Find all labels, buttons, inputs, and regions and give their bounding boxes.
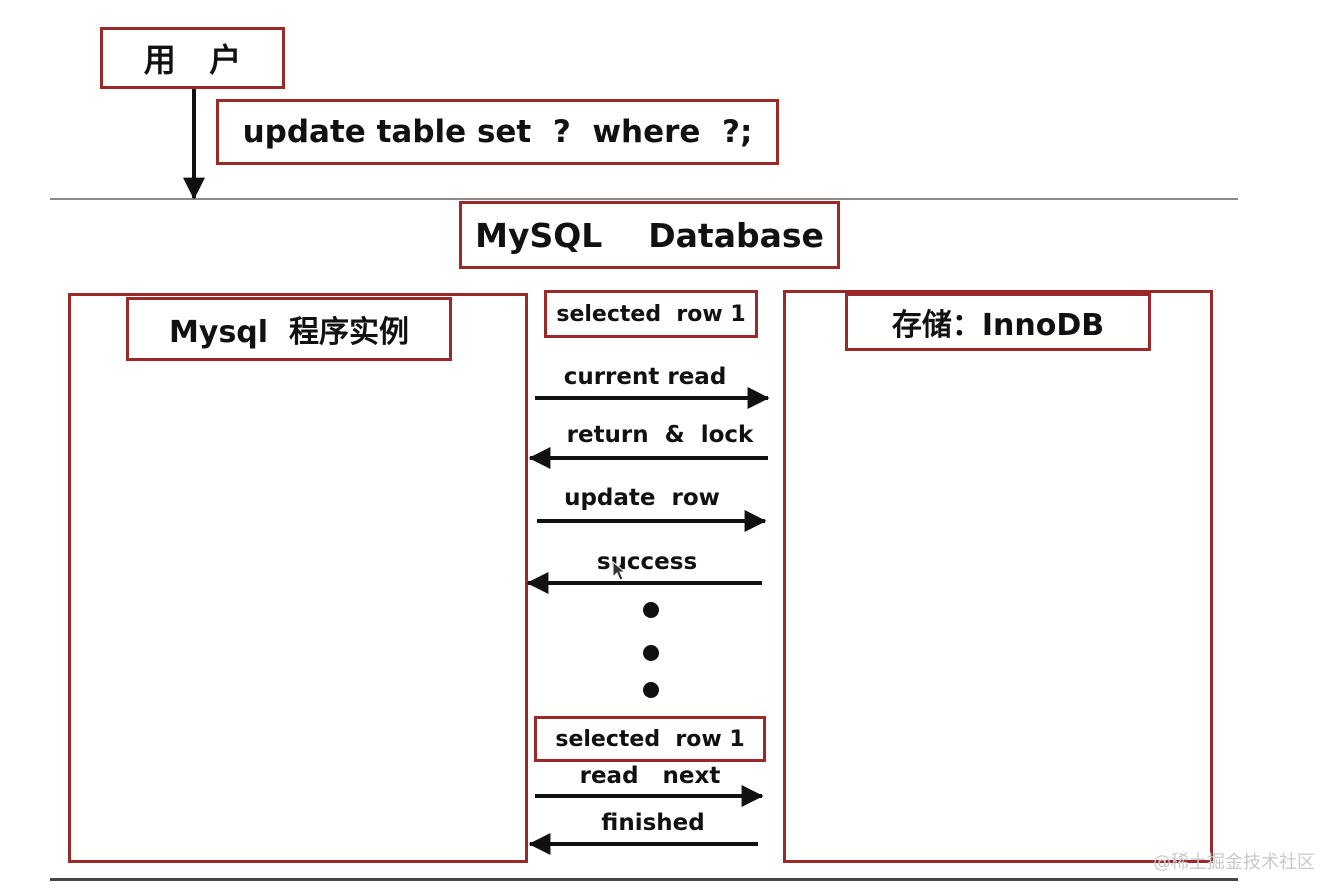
innodb-storage-panel (783, 290, 1213, 863)
query-box: update table set ? where ?; (216, 99, 779, 165)
message-label-read-next: read next (579, 763, 721, 789)
ellipsis-dot (643, 682, 659, 698)
selected-row-tag-bottom: selected row 1 (534, 716, 766, 762)
innodb-storage-title: 存储：InnoDB (845, 293, 1151, 351)
message-label-current-read: current read (563, 364, 727, 390)
user-box: 用 户 (100, 27, 285, 89)
mouse-cursor-icon (612, 560, 627, 581)
ellipsis-dot (643, 602, 659, 618)
mysql-instance-title: Mysql 程序实例 (126, 297, 452, 361)
top-divider (50, 198, 1238, 200)
message-label-finished: finished (601, 810, 705, 836)
database-title: MySQL Database (459, 201, 840, 269)
bottom-divider (50, 878, 1238, 881)
watermark: @稀土掘金技术社区 (1153, 852, 1315, 873)
message-label-return-lock: return & lock (566, 422, 754, 448)
selected-row-tag-top: selected row 1 (544, 290, 758, 338)
ellipsis-dot (643, 645, 659, 661)
message-label-update-row: update row (564, 485, 720, 511)
